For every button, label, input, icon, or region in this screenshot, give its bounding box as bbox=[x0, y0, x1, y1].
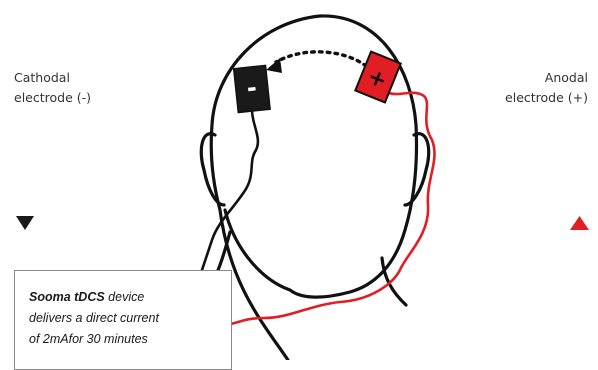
current-flow-dotted-line bbox=[276, 52, 366, 66]
device-info-box: Sooma tDCS device delivers a direct curr… bbox=[14, 270, 232, 370]
current-flow-arrowhead bbox=[266, 58, 282, 73]
info-line-3: of 2mAfor 30 minutes bbox=[29, 329, 231, 350]
info-line-1-rest: device bbox=[105, 290, 145, 304]
down-triangle-icon bbox=[16, 216, 34, 230]
info-line-2: delivers a direct current bbox=[29, 308, 231, 329]
up-triangle-icon bbox=[570, 216, 589, 230]
cathode-electrode: - bbox=[234, 65, 270, 112]
info-line-1: Sooma tDCS device bbox=[29, 287, 231, 308]
device-name: Sooma tDCS bbox=[29, 290, 105, 304]
anode-wire bbox=[230, 92, 434, 324]
